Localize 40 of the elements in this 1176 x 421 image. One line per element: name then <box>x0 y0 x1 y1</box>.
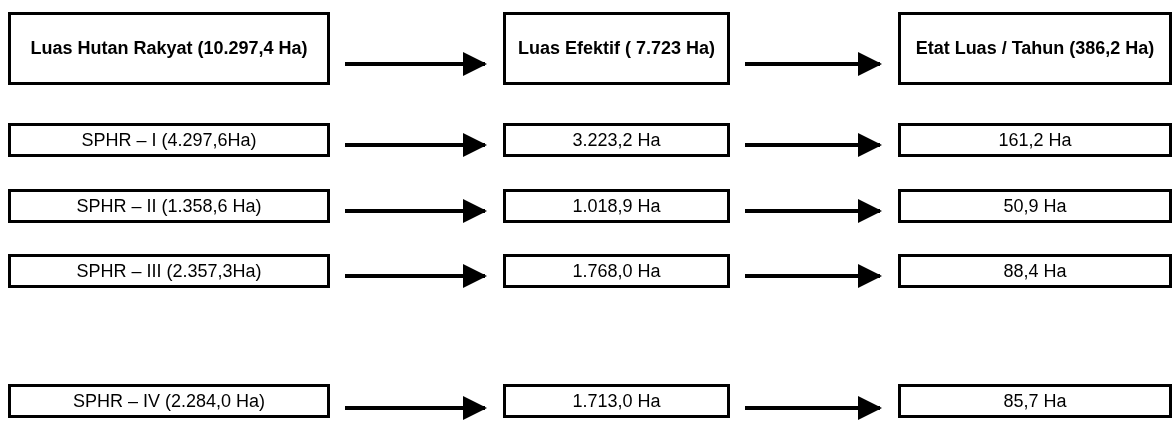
value-box <box>898 254 1172 288</box>
value-box <box>898 189 1172 223</box>
value-box <box>898 123 1172 157</box>
value-text: 1.713,0 Ha <box>571 389 662 413</box>
value-text: 88,4 Ha <box>1002 259 1068 283</box>
header-text: Luas Efektif ( 7.723 Ha) <box>516 37 717 60</box>
value-box <box>503 189 730 223</box>
value-box <box>503 254 730 288</box>
value-text: 3.223,2 Ha <box>571 128 662 152</box>
value-box <box>503 384 730 418</box>
value-box <box>898 384 1172 418</box>
value-text: SPHR – I (4.297,6Ha) <box>80 128 258 152</box>
arrow <box>745 133 882 157</box>
value-text: 161,2 Ha <box>997 128 1073 152</box>
value-text: 50,9 Ha <box>1002 194 1068 218</box>
arrow <box>345 133 487 157</box>
value-box <box>503 123 730 157</box>
value-text: SPHR – II (1.358,6 Ha) <box>75 194 263 218</box>
value-text: SPHR – IV (2.284,0 Ha) <box>71 389 267 413</box>
value-text: SPHR – III (2.357,3Ha) <box>75 259 263 283</box>
arrow <box>345 264 487 288</box>
header-box <box>898 12 1172 85</box>
header-text: Etat Luas / Tahun (386,2 Ha) <box>914 37 1156 60</box>
arrow <box>745 52 882 76</box>
arrow <box>745 199 882 223</box>
value-box <box>8 254 330 288</box>
header-box <box>8 12 330 85</box>
header-box <box>503 12 730 85</box>
value-box <box>8 384 330 418</box>
arrow <box>745 264 882 288</box>
value-text: 85,7 Ha <box>1002 389 1068 413</box>
value-text: 1.768,0 Ha <box>571 259 662 283</box>
arrow <box>345 199 487 223</box>
value-box <box>8 189 330 223</box>
value-text: 1.018,9 Ha <box>571 194 662 218</box>
value-box <box>8 123 330 157</box>
header-text: Luas Hutan Rakyat (10.297,4 Ha) <box>29 37 309 60</box>
arrow <box>745 396 882 420</box>
arrow <box>345 396 487 420</box>
arrow <box>345 52 487 76</box>
